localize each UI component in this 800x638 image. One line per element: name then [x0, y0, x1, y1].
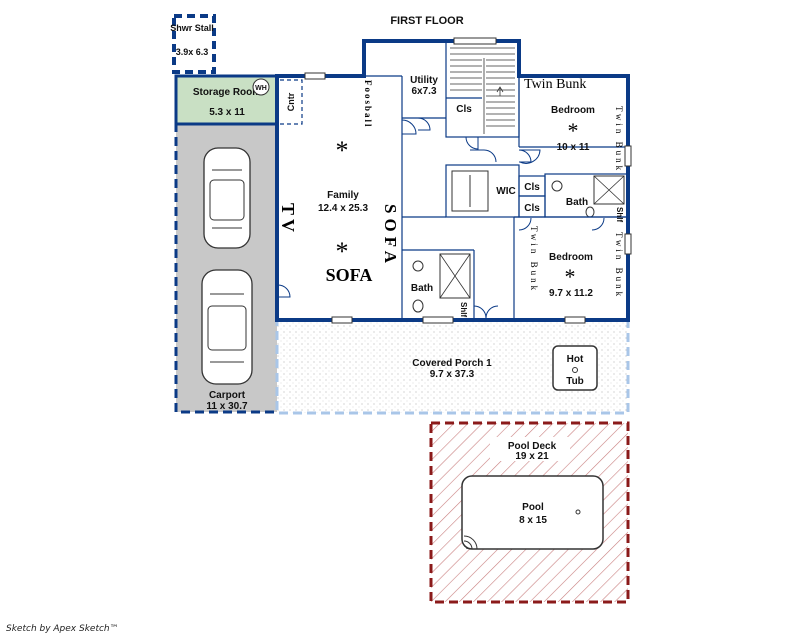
cntr-label: Cntr: [286, 92, 296, 111]
storage-room: Storage Room 5.3 x 11 WH: [174, 74, 279, 126]
shelf-lower-label: Shlf: [459, 302, 468, 317]
sofa-vertical-label: SOFA: [381, 204, 400, 268]
carport: Carport 11 x 30.7: [174, 122, 279, 414]
family-asterisk-lower: *: [336, 237, 349, 266]
twin-bunk-right2-label: Twin Bunk: [614, 232, 624, 299]
porch-size: 9.7 x 37.3: [430, 369, 475, 380]
hot-tub-line2: Tub: [566, 376, 584, 387]
foosball-label: Foosball: [363, 80, 373, 129]
bath-upper-label: Bath: [566, 197, 588, 208]
bedroom2-size: 9.7 x 11.2: [549, 288, 593, 299]
twin-bunk-mid-label: Twin Bunk: [529, 226, 539, 293]
utility-name: Utility: [410, 75, 438, 86]
twin-bunk-right1-label: Twin Bunk: [614, 106, 624, 173]
utility-closet-label: Cls: [456, 104, 472, 115]
car-icon: [201, 269, 253, 385]
storage-size: 5.3 x 11: [209, 107, 245, 118]
family-asterisk-upper: *: [336, 136, 349, 165]
pool-deck: Pool Deck 19 x 21 Pool 8 x 15: [429, 421, 630, 604]
interior-walls: [280, 40, 629, 320]
bath-lower-label: Bath: [411, 283, 433, 294]
water-heater-badge: WH: [255, 85, 267, 92]
sofa-horizontal-label: SOFA: [326, 265, 373, 285]
car-icon: [203, 147, 251, 249]
storage-name: Storage Room: [193, 87, 261, 98]
wic-label: WIC: [496, 186, 515, 197]
bedroom1-asterisk: *: [568, 118, 579, 143]
page-title: FIRST FLOOR: [390, 15, 463, 27]
doors: [277, 117, 605, 319]
carport-name: Carport: [209, 390, 246, 401]
shower-stall: Shwr Stall 3.9x 6.3: [170, 14, 216, 74]
credit-text: Sketch by Apex Sketch™: [6, 624, 119, 634]
closet-b-label: Cls: [524, 203, 540, 214]
hot-tub-line1: Hot: [567, 354, 584, 365]
tv-label: TV: [278, 203, 298, 236]
covered-porch: Covered Porch 1 9.7 x 37.3 Hot Tub: [275, 318, 630, 415]
shower-stall-size: 3.9x 6.3: [176, 47, 209, 57]
carport-size: 11 x 30.7: [206, 401, 248, 412]
pool-size: 8 x 15: [519, 515, 547, 526]
stairs: [450, 47, 515, 134]
shower-stall-name: Shwr Stall: [170, 23, 214, 33]
pool-deck-name: Pool Deck: [508, 441, 557, 452]
bedroom1-size: 10 x 11: [557, 142, 590, 153]
porch-name: Covered Porch 1: [412, 358, 492, 369]
utility-size: 6x7.3: [411, 86, 436, 97]
pool-deck-size: 19 x 21: [515, 451, 549, 462]
pool-name: Pool: [522, 502, 544, 513]
bedroom2-name: Bedroom: [549, 252, 593, 263]
pool: [461, 475, 604, 550]
water-heater-icon: [252, 78, 270, 96]
shelf-upper-label: Shlf: [615, 207, 624, 222]
bedroom1-name: Bedroom: [551, 105, 595, 116]
twin-bunk-top-label: Twin Bunk: [524, 77, 586, 92]
family-size: 12.4 x 25.3: [318, 203, 368, 214]
closet-a-label: Cls: [524, 182, 540, 193]
bedroom2-asterisk: *: [565, 264, 576, 289]
windows: [304, 37, 632, 324]
family-name: Family: [327, 190, 359, 201]
